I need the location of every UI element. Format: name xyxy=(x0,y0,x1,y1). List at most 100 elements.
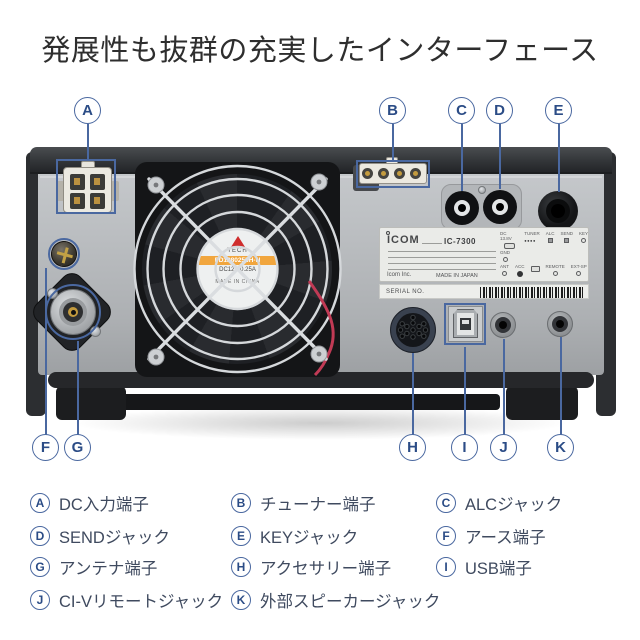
legend-item-d: D SENDジャック xyxy=(30,524,170,548)
legend-item-c: C ALCジャック xyxy=(436,491,562,515)
ant-icon xyxy=(502,271,507,276)
fan-model-band: FD1280255H-N xyxy=(198,256,277,265)
callout-j: J xyxy=(490,434,517,461)
legend-label-h: アクセサリー端子 xyxy=(260,560,392,578)
leader-g xyxy=(77,341,79,435)
legend-label-c: ALCジャック xyxy=(465,496,563,514)
leader-f xyxy=(45,268,47,435)
usb-b-slot xyxy=(460,318,471,330)
legend-circle-c: C xyxy=(436,493,456,513)
dc-connector-body xyxy=(63,167,112,213)
acc-icon xyxy=(516,271,523,277)
page-title: 発展性も抜群の充実したインターフェース xyxy=(41,35,599,67)
drop-shadow xyxy=(70,406,570,440)
maker-text: Icom Inc. xyxy=(387,272,412,278)
port-label-alc: ALC xyxy=(546,231,554,243)
legend-item-k: K 外部スピーカージャック xyxy=(231,588,440,612)
callout-b: B xyxy=(379,97,406,124)
port-label-ant: ANT xyxy=(500,264,509,276)
legend-item-g: G アンテナ端子 xyxy=(30,555,157,579)
foot-left xyxy=(56,386,126,420)
fan-wire-red xyxy=(307,280,335,377)
foot-right xyxy=(506,386,578,420)
callout-d: D xyxy=(486,97,513,124)
usb-symbol-icon xyxy=(530,266,540,272)
callout-c: C xyxy=(448,97,475,124)
legend-item-h: H アクセサリー端子 xyxy=(231,555,391,579)
callout-h: H xyxy=(399,434,426,461)
leader-b xyxy=(392,124,394,161)
id-label: ICOM IC-7300 Icom Inc. MADE IN JAPAN DC … xyxy=(379,227,589,282)
legend-circle-b: B xyxy=(231,493,251,513)
legend-circle-j: J xyxy=(30,590,50,610)
leader-k xyxy=(560,337,562,435)
gnd-icon xyxy=(502,257,508,262)
callout-i: I xyxy=(451,434,478,461)
icom-logo: ICOM xyxy=(387,234,420,246)
tuner-pins-icon: ●●●● xyxy=(524,238,536,243)
legend-item-a: A DC入力端子 xyxy=(30,491,149,515)
legend-circle-a: A xyxy=(30,493,50,513)
callout-k: K xyxy=(547,434,574,461)
highlight-usb xyxy=(444,303,486,345)
highlight-ground xyxy=(48,238,80,270)
legend-label-i: USB端子 xyxy=(465,560,532,578)
made-in-text: MADE IN JAPAN xyxy=(436,273,478,279)
legend-circle-k: K xyxy=(231,590,251,610)
legend-label-j: CI-Vリモートジャック xyxy=(59,593,224,611)
leader-a xyxy=(87,124,89,160)
tuner-connector-body xyxy=(359,163,427,184)
model-text: IC-7300 xyxy=(444,237,476,246)
legend-item-j: J CI-Vリモートジャック xyxy=(30,588,223,612)
alc-jack-hole xyxy=(458,204,466,212)
legend-label-e: KEYジャック xyxy=(260,529,359,547)
send-icon xyxy=(564,238,570,243)
port-label-key: KEY xyxy=(579,231,588,243)
alc-icon xyxy=(547,238,553,243)
key-icon xyxy=(580,238,586,243)
legend-circle-d: D xyxy=(30,526,50,546)
extsp-icon xyxy=(576,271,582,276)
legend-item-i: I USB端子 xyxy=(436,555,532,579)
legend-label-g: アンテナ端子 xyxy=(59,560,158,578)
dc-connector-wing-left xyxy=(56,181,64,201)
grille-screws xyxy=(147,173,328,366)
accessory-din-pins xyxy=(397,314,429,340)
legend-label-a: DC入力端子 xyxy=(59,496,149,514)
serial-barcode xyxy=(480,287,583,298)
icom-registered-mark xyxy=(386,231,390,235)
fan-brand-text: TECH xyxy=(227,248,248,254)
serial-no-text: SERIAL NO. xyxy=(386,289,425,295)
legend-circle-e: E xyxy=(231,526,251,546)
callout-f: F xyxy=(32,434,59,461)
legend-item-e: E KEYジャック xyxy=(231,524,358,548)
port-label-gnd: GND xyxy=(500,250,510,262)
fan-origin-text: MADE IN CHINA xyxy=(215,279,260,285)
serial-strip: SERIAL NO. xyxy=(379,284,589,299)
fan-grille xyxy=(133,164,342,377)
highlight-tuner xyxy=(356,160,430,188)
port-label-send: SEND xyxy=(560,231,573,243)
port-label-extsp: EXT-SP xyxy=(571,264,587,276)
civ-remote-jack-hole xyxy=(499,321,507,329)
legend-label-b: チューナー端子 xyxy=(260,496,376,514)
fan-brand-triangle-icon xyxy=(230,236,245,247)
legend-label-k: 外部スピーカージャック xyxy=(260,593,441,611)
leader-d xyxy=(499,124,501,189)
legend-item-b: B チューナー端子 xyxy=(231,491,376,515)
legend-circle-f: F xyxy=(436,526,456,546)
base-bar xyxy=(104,394,500,410)
legend-circle-h: H xyxy=(231,557,251,577)
dc-plug-icon xyxy=(503,243,515,249)
usb-b-tongue xyxy=(462,320,469,324)
port-label-remote: REMOTE xyxy=(546,264,565,276)
legend-circle-i: I xyxy=(436,557,456,577)
highlight-antenna xyxy=(45,284,101,340)
legend-label-d: SENDジャック xyxy=(59,529,171,547)
port-label-dc: DC 13.8V xyxy=(500,231,518,249)
callout-a: A xyxy=(74,97,101,124)
leader-e xyxy=(558,124,560,192)
leader-h xyxy=(412,353,414,435)
legend-circle-g: G xyxy=(30,557,50,577)
